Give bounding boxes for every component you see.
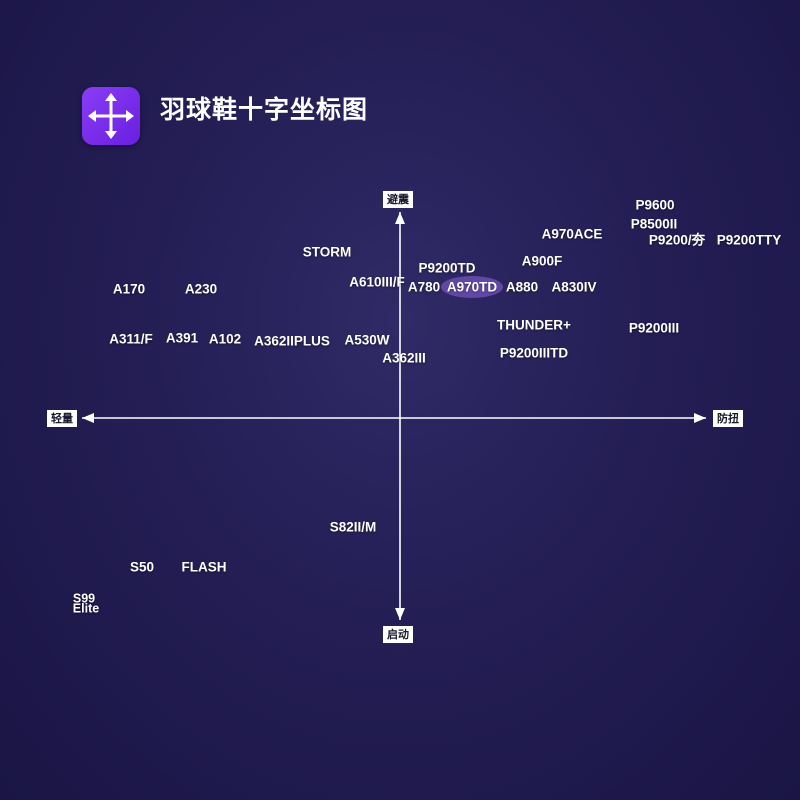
model-label-a880: A880 bbox=[505, 279, 539, 295]
model-label-a830iv: A830IV bbox=[551, 279, 597, 295]
model-label-s99: S99 bbox=[72, 591, 96, 606]
model-label-p8500ii: P8500II bbox=[630, 216, 678, 232]
model-label-p9200tty: P9200TTY bbox=[716, 232, 782, 248]
app-logo bbox=[82, 87, 140, 145]
axis-label-top: 避震 bbox=[383, 191, 413, 208]
model-label-p9200td: P9200TD bbox=[418, 260, 476, 276]
model-label-elite: Elite bbox=[72, 601, 100, 616]
arrow-down-icon bbox=[395, 608, 405, 620]
page-title: 羽球鞋十字坐标图 bbox=[160, 95, 369, 124]
model-label-a362iii: A362III bbox=[382, 350, 426, 366]
arrow-left-icon bbox=[82, 413, 94, 423]
axis-label-bottom: 启动 bbox=[383, 626, 413, 643]
model-label-a530w: A530W bbox=[344, 332, 390, 348]
model-label-p9200iiitd: P9200IIITD bbox=[499, 345, 569, 361]
model-label-a102: A102 bbox=[208, 331, 242, 347]
model-label-p9200kua: P9200/夯 bbox=[648, 232, 706, 248]
model-label-thunderplus: THUNDER+ bbox=[497, 317, 571, 333]
model-label-p9600: P9600 bbox=[635, 197, 675, 213]
model-label-a311f: A311/F bbox=[109, 331, 153, 347]
model-label-a230: A230 bbox=[184, 281, 218, 297]
model-label-a610iiif: A610III/F bbox=[349, 274, 405, 290]
axis-label-right: 防扭 bbox=[713, 410, 743, 427]
model-label-a170: A170 bbox=[112, 281, 146, 297]
model-label-s50: S50 bbox=[129, 559, 155, 575]
axis-label-left: 轻量 bbox=[47, 410, 77, 427]
model-label-s82iim: S82II/M bbox=[329, 519, 377, 535]
model-label-a780: A780 bbox=[407, 279, 441, 295]
model-label-a362iiplus: A362IIPLUS bbox=[254, 333, 330, 349]
four-way-arrow-icon bbox=[88, 93, 134, 139]
model-label-a970ace: A970ACE bbox=[541, 226, 603, 242]
model-label-a970td: A970TD bbox=[446, 279, 498, 295]
model-label-a900f: A900F bbox=[521, 253, 563, 269]
model-label-p9200iii: P9200III bbox=[628, 320, 680, 336]
model-label-storm: STORM bbox=[302, 244, 352, 260]
arrow-right-icon bbox=[694, 413, 706, 423]
model-label-a391: A391 bbox=[165, 330, 199, 346]
arrow-up-icon bbox=[395, 212, 405, 224]
model-label-flash: FLASH bbox=[181, 559, 227, 575]
highlight-ellipse bbox=[441, 276, 503, 298]
